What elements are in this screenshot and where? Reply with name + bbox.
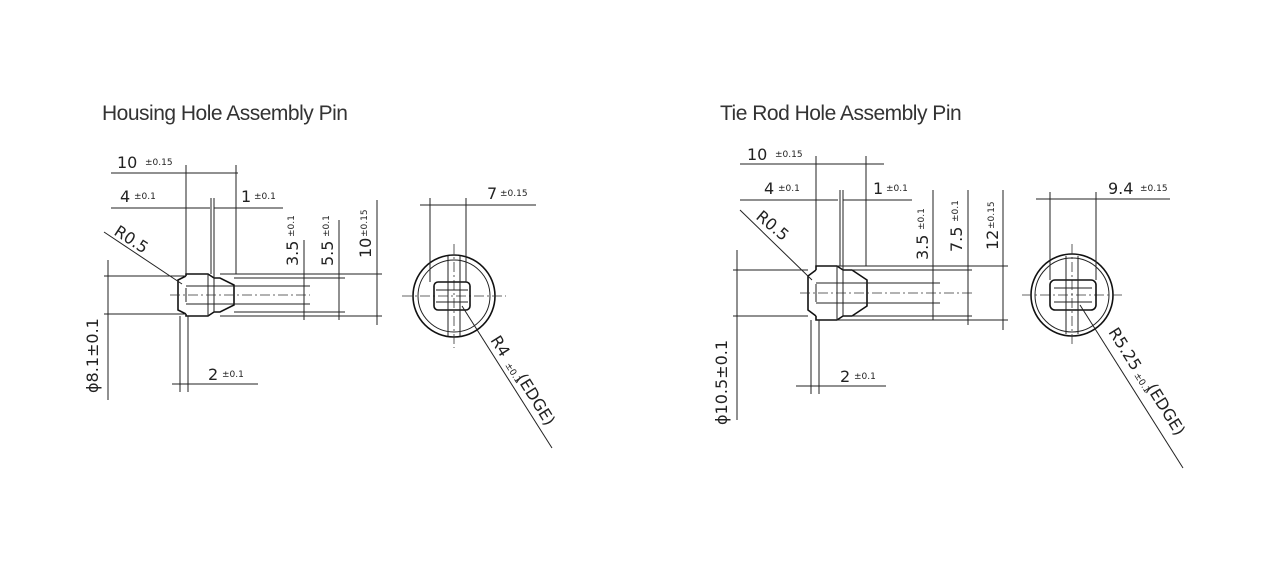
- dim-tolerance: ±0.1: [134, 192, 156, 202]
- dim-slot-width: 1 ±0.1: [843, 179, 912, 201]
- dim-label: 7.5: [947, 227, 966, 252]
- dim-length-total: 10 ±0.15: [111, 153, 238, 274]
- dim-tolerance: ±0.15: [500, 189, 528, 199]
- pin-end-view: [1022, 244, 1124, 346]
- dim-label: 10: [356, 238, 375, 258]
- dim-radius: R0.5: [739, 207, 813, 281]
- dim-edge-radius: R5.25 ±0.1 (EDGE): [1079, 304, 1190, 469]
- figure-housing-hole-pin: Housing Hole Assembly Pin 10 ±0.15 4 ±0.…: [83, 102, 560, 449]
- dim-note: (EDGE): [513, 370, 560, 429]
- dim-label: 2: [208, 365, 218, 384]
- dim-diameter: ϕ8.1±0.1: [83, 260, 186, 400]
- dim-edge-radius: R4 ±0.1 (EDGE): [461, 305, 560, 449]
- dim-tolerance: ±0.1: [917, 208, 927, 230]
- dim-tolerance: ±0.15: [987, 201, 997, 229]
- dim-label: 5.5: [318, 241, 337, 266]
- dim-label: 3.5: [913, 235, 932, 260]
- dim-tolerance: ±0.1: [951, 200, 961, 222]
- dim-bottom: 2 ±0.1: [172, 316, 258, 392]
- dim-length-total: 10 ±0.15: [740, 145, 884, 266]
- dim-label: R0.5: [111, 221, 152, 257]
- dim-slot-width: 1 ±0.1: [214, 187, 283, 209]
- dim-label: 10: [747, 145, 767, 164]
- dim-label: 3.5: [283, 241, 302, 266]
- dim-label: 12: [983, 230, 1002, 250]
- dim-label: 1: [241, 187, 251, 206]
- dim-tolerance: ±0.15: [775, 150, 803, 160]
- dim-label: 1: [873, 179, 883, 198]
- dim-bottom: 2 ±0.1: [796, 320, 886, 394]
- dim-heights: [220, 200, 382, 325]
- dim-label: R0.5: [752, 207, 792, 245]
- dim-label: 4: [764, 179, 774, 198]
- dim-label: 7: [487, 184, 497, 203]
- dim-label: R5.25: [1105, 324, 1146, 374]
- dim-tolerance: ±0.15: [360, 209, 370, 237]
- figure-title: Tie Rod Hole Assembly Pin: [720, 102, 961, 125]
- dim-tolerance: ±0.15: [145, 158, 173, 168]
- pin-end-view: [402, 244, 506, 348]
- dim-tolerance: ±0.1: [886, 184, 908, 194]
- dim-label: 2: [840, 367, 850, 386]
- dim-heights: [837, 190, 1008, 330]
- dim-tolerance: ±0.1: [778, 184, 800, 194]
- pin-side-view: [170, 273, 310, 317]
- dim-label: ϕ10.5±0.1: [712, 340, 731, 425]
- dim-label: 10: [117, 153, 137, 172]
- dim-tolerance: ±0.1: [287, 215, 297, 237]
- dim-h2: 5.5 ±0.1: [318, 215, 337, 266]
- dim-length-head: 4 ±0.1: [111, 187, 215, 278]
- dim-tolerance: ±0.1: [222, 370, 244, 380]
- dim-end-width: 7 ±0.15: [420, 184, 536, 282]
- pin-side-view: [800, 265, 972, 321]
- dim-label: 9.4: [1108, 179, 1133, 198]
- dim-tolerance: ±0.15: [1140, 184, 1168, 194]
- dim-h1: 3.5 ±0.1: [913, 208, 932, 260]
- dim-h3: 12 ±0.15: [983, 201, 1002, 250]
- dim-label: ϕ8.1±0.1: [83, 318, 102, 393]
- dim-note: (EDGE): [1143, 380, 1190, 439]
- dim-end-width: 9.4 ±0.15: [1036, 179, 1170, 280]
- dim-tolerance: ±0.1: [322, 215, 332, 237]
- dim-h2: 7.5 ±0.1: [947, 200, 966, 252]
- figure-title: Housing Hole Assembly Pin: [102, 102, 347, 125]
- figure-tie-rod-hole-pin: Tie Rod Hole Assembly Pin 10 ±0.15 4 ±0.…: [712, 102, 1190, 469]
- dim-length-head: 4 ±0.1: [740, 179, 844, 270]
- dim-h1: 3.5 ±0.1: [283, 215, 302, 266]
- dim-tolerance: ±0.1: [254, 192, 276, 202]
- dim-h3: 10 ±0.15: [356, 209, 375, 258]
- dim-label: 4: [120, 187, 130, 206]
- dim-label: R4: [487, 332, 514, 360]
- dim-tolerance: ±0.1: [854, 372, 876, 382]
- dim-diameter: ϕ10.5±0.1: [712, 250, 808, 425]
- dim-radius: R0.5: [103, 221, 183, 285]
